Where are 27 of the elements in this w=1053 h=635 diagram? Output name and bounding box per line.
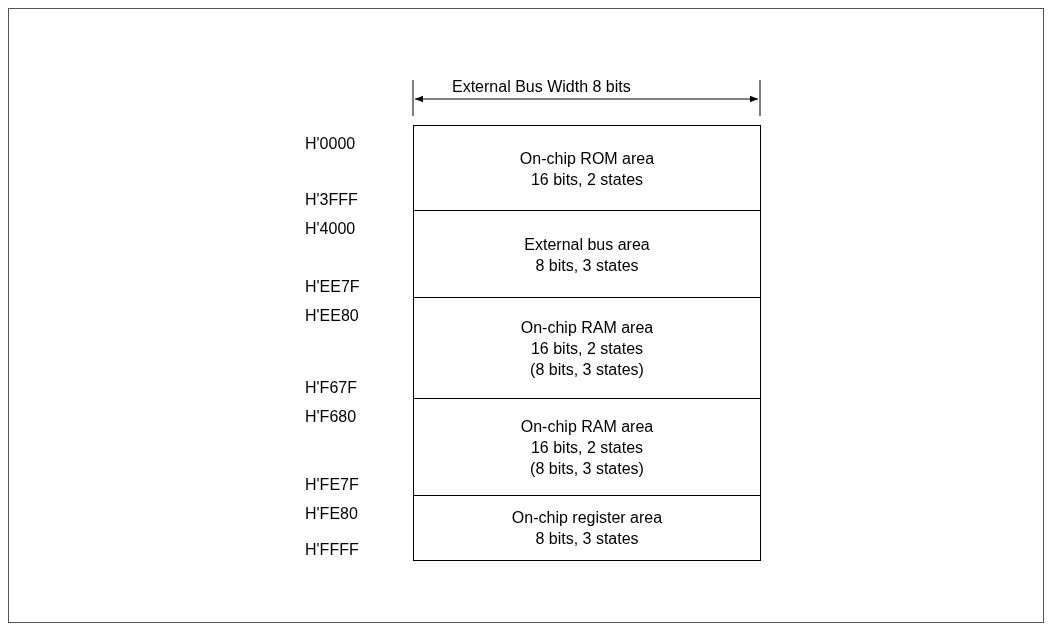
area-text: On-chip RAM area (520, 318, 654, 338)
area-text: 16 bits, 2 states (530, 169, 644, 190)
address-label: H'4000 (305, 220, 356, 238)
memory-area-block (413, 495, 761, 561)
area-text: 16 bits, 2 states (530, 438, 644, 458)
area-text: External bus area (524, 234, 650, 255)
memory-area-block (413, 398, 761, 497)
area-text: (8 bits, 3 states) (530, 459, 644, 479)
area-text: 8 bits, 3 states (535, 529, 639, 549)
address-label: H'3FFF (305, 191, 358, 209)
area-text: On-chip RAM area (520, 417, 654, 437)
area-text: 16 bits, 2 states (530, 339, 644, 359)
area-text: (8 bits, 3 states) (530, 360, 644, 380)
address-label: H'FE7F (305, 476, 359, 494)
area-text: On-chip register area (511, 508, 663, 528)
area-text: On-chip ROM area (519, 148, 655, 169)
address-label: H'EE80 (305, 307, 359, 325)
address-label: H'FFFF (305, 541, 359, 559)
address-label: H'0000 (305, 135, 356, 153)
area-text: 8 bits, 3 states (535, 255, 639, 276)
memory-area-block (413, 210, 761, 299)
address-label: H'EE7F (305, 278, 360, 296)
memory-area-block (413, 297, 761, 400)
address-label: H'FE80 (305, 505, 358, 523)
memory-area-block (413, 125, 761, 212)
address-label: H'F67F (305, 379, 357, 397)
address-label: H'F680 (305, 408, 357, 426)
